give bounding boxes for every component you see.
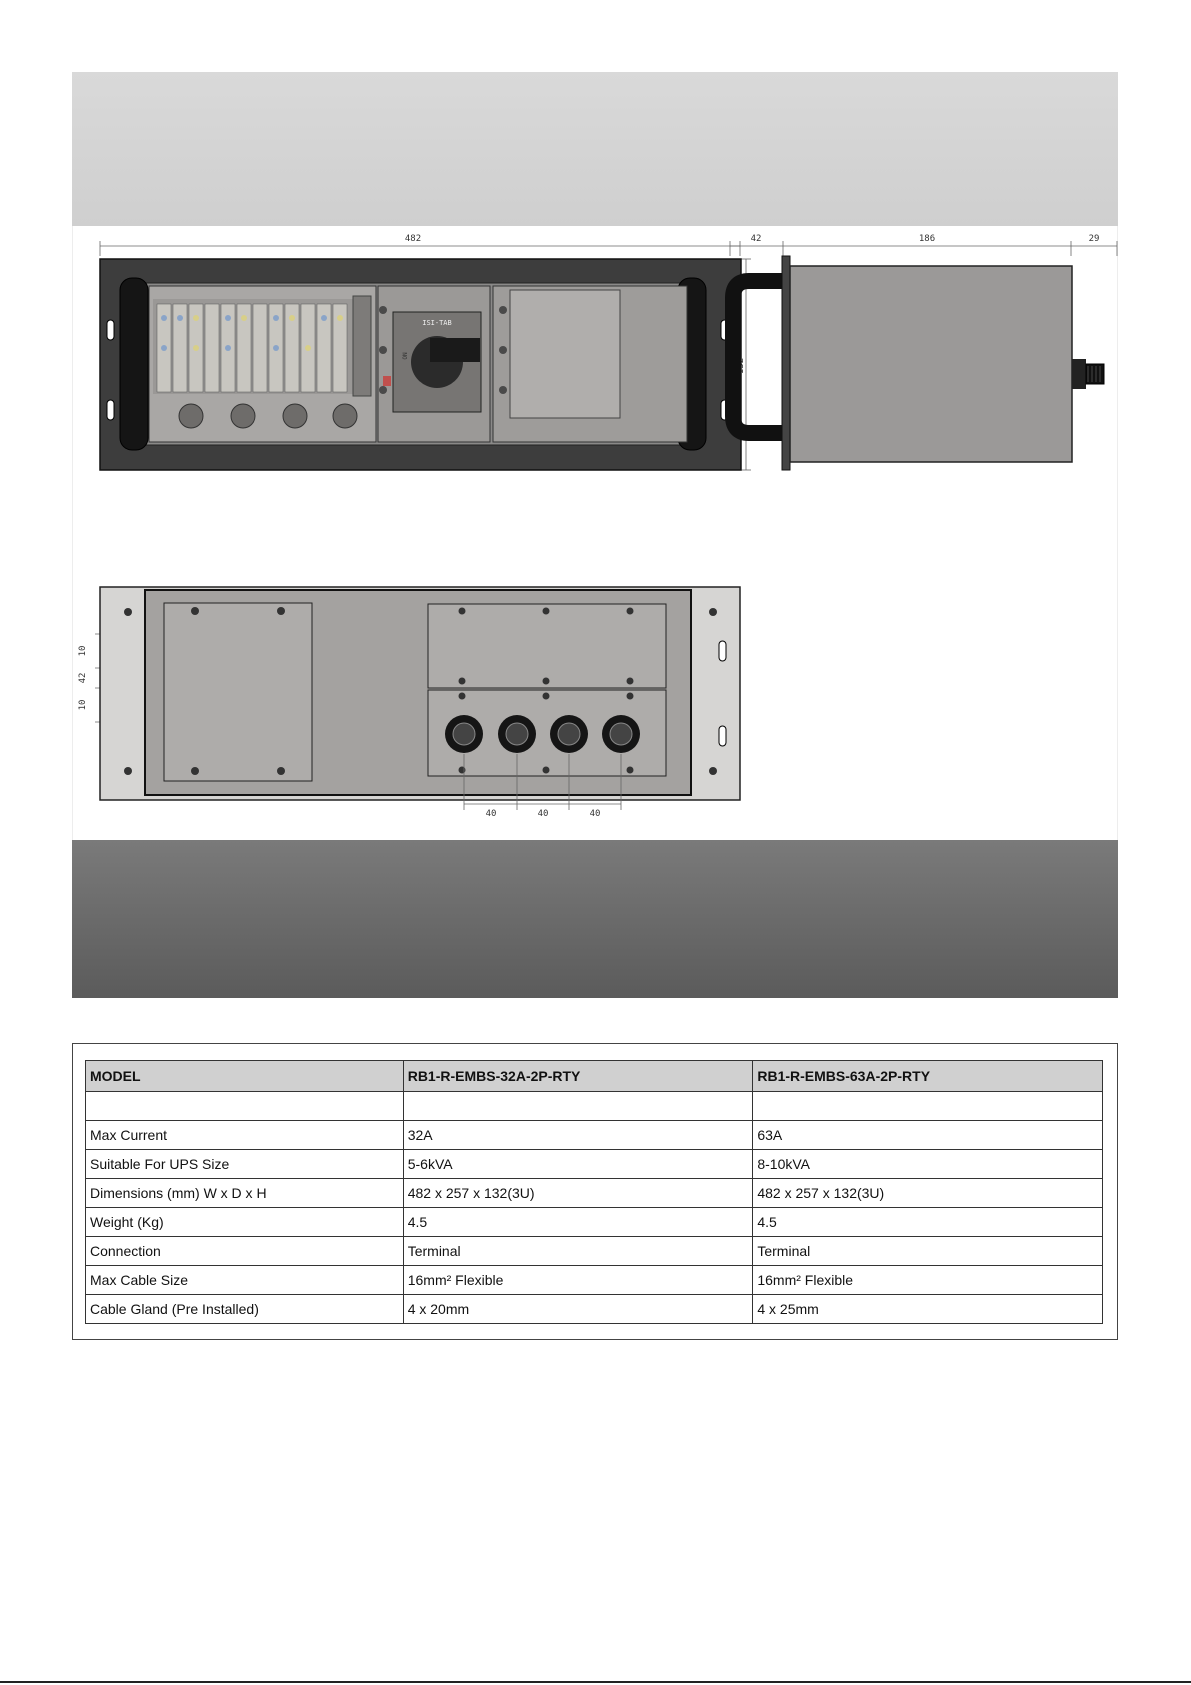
rear-dim-top: 10 [78,646,88,657]
side-view: 42 186 29 [725,234,1118,471]
row-value-32a [402,1091,754,1121]
isolator-position: ON [402,352,409,360]
specification-table: MODEL RB1-R-EMBS-32A-2P-RTY RB1-R-EMBS-6… [85,1060,1103,1324]
row-value-63a: 63A [752,1120,1103,1150]
isolator-label: ISI-TAB [422,319,452,327]
side-dim-2: 186 [919,234,935,244]
table-row: Cable Gland (Pre Installed) 4 x 20mm 4 x… [85,1294,1103,1324]
row-value-32a: 4 x 20mm [402,1294,754,1324]
table-row: Weight (Kg) 4.5 4.5 [85,1207,1103,1237]
table-row: Max Current 32A 63A [85,1120,1103,1150]
row-label: Suitable For UPS Size [85,1149,404,1179]
technical-drawings: 482 132 [72,226,1118,840]
row-value-63a: Terminal [752,1236,1103,1266]
row-label: Connection [85,1236,404,1266]
row-value-63a [752,1091,1103,1121]
side-dim-1: 42 [751,234,762,244]
rear-dim-bottom: 10 [78,700,88,711]
header-model-63a: RB1-R-EMBS-63A-2P-RTY [752,1060,1103,1092]
front-view: 482 132 [99,234,751,471]
row-value-32a: 5-6kVA [402,1149,754,1179]
gland-spacing-3: 40 [590,809,601,819]
table-row: Connection Terminal Terminal [85,1236,1103,1266]
header-model-32a: RB1-R-EMBS-32A-2P-RTY [402,1060,754,1092]
row-value-32a: 482 x 257 x 132(3U) [402,1178,754,1208]
row-value-63a: 4 x 25mm [752,1294,1103,1324]
table-row: Suitable For UPS Size 5-6kVA 8-10kVA [85,1149,1103,1179]
row-label: Dimensions (mm) W x D x H [85,1178,404,1208]
row-label: Cable Gland (Pre Installed) [85,1294,404,1324]
drawings-svg: 482 132 [78,234,1118,819]
footer-band [72,840,1118,998]
table-row [85,1091,1103,1121]
side-dim-3: 29 [1089,234,1100,244]
row-label [85,1091,404,1121]
header-band [72,72,1118,226]
row-value-32a: 16mm² Flexible [402,1265,754,1295]
specification-box: MODEL RB1-R-EMBS-32A-2P-RTY RB1-R-EMBS-6… [72,1043,1118,1340]
table-header-row: MODEL RB1-R-EMBS-32A-2P-RTY RB1-R-EMBS-6… [85,1060,1103,1092]
row-value-63a: 482 x 257 x 132(3U) [752,1178,1103,1208]
row-label: Max Current [85,1120,404,1150]
row-value-63a: 8-10kVA [752,1149,1103,1179]
row-value-63a: 4.5 [752,1207,1103,1237]
row-value-32a: 32A [402,1120,754,1150]
table-row: Max Cable Size 16mm² Flexible 16mm² Flex… [85,1265,1103,1295]
row-label: Max Cable Size [85,1265,404,1295]
header-model: MODEL [85,1060,404,1092]
row-value-32a: Terminal [402,1236,754,1266]
row-value-63a: 16mm² Flexible [752,1265,1103,1295]
rear-view: 10 42 10 [78,586,741,819]
table-row: Dimensions (mm) W x D x H 482 x 257 x 13… [85,1178,1103,1208]
row-value-32a: 4.5 [402,1207,754,1237]
gland-spacing-2: 40 [538,809,549,819]
page-bottom-rule [0,1681,1191,1683]
cable-glands [445,715,640,753]
gland-spacing-1: 40 [486,809,497,819]
front-width-dim: 482 [405,234,421,244]
rear-dim-mid: 42 [78,673,88,684]
row-label: Weight (Kg) [85,1207,404,1237]
